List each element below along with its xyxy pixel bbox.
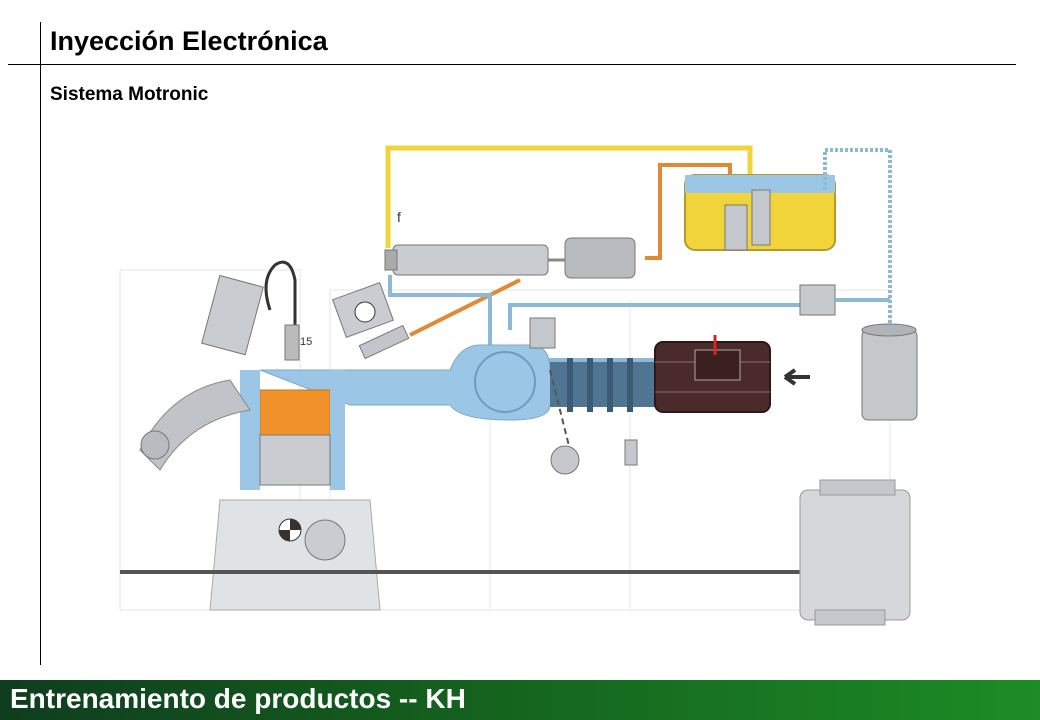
throttle-sensor: [550, 445, 580, 475]
purge-valve: [799, 284, 836, 316]
fuel-rail: f: [384, 209, 549, 276]
fuel-filter: [564, 237, 636, 279]
footer-bar: Entrenamiento de productos -- KH: [0, 680, 1040, 720]
footer-text: Entrenamiento de productos -- KH: [10, 683, 466, 714]
combustion-chamber: [259, 389, 331, 436]
fuel-tank: [684, 174, 836, 251]
ecu-unit: [799, 479, 911, 626]
intake-hose: [550, 358, 660, 412]
vertical-rule: [40, 22, 41, 665]
temperature-sensor: [624, 439, 638, 466]
piston: [259, 434, 331, 486]
vent-line: [823, 148, 892, 330]
airflow-arrow-icon: [783, 368, 810, 386]
air-mass-meter: [654, 335, 771, 413]
throttle-body: [474, 351, 536, 413]
engine-block: [209, 499, 381, 611]
page-subtitle: Sistema Motronic: [50, 84, 209, 105]
fuel-supply-line: [385, 145, 753, 248]
fuel-line-marker: f: [397, 209, 401, 225]
sensor-number-label: 15: [300, 336, 312, 348]
fuel-injector: [358, 324, 410, 360]
cylinder-head: 15: [201, 260, 410, 361]
header-rule: [8, 64, 1016, 65]
page-title: Inyección Electrónica: [50, 26, 328, 56]
motronic-system-diagram: f: [119, 145, 918, 626]
rail-return-line: [409, 278, 521, 337]
idle-actuator: [529, 317, 556, 349]
carbon-canister: [861, 323, 918, 421]
